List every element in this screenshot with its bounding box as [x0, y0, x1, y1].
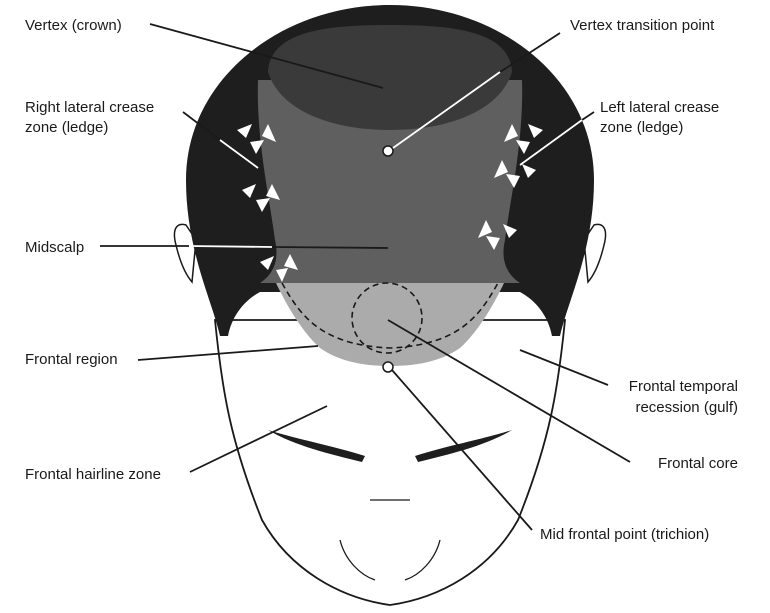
leader-vertex-transition-inner	[392, 71, 501, 149]
arrow-icon	[494, 160, 508, 178]
leader-frontal-region	[137, 345, 319, 361]
arrow-icon	[284, 254, 298, 270]
arrow-icon	[486, 236, 500, 250]
label-frontal-region: Frontal region	[25, 351, 118, 368]
face-outline	[214, 319, 566, 606]
label-frontal-core: Frontal core	[658, 455, 738, 472]
label-left-lateral-1: Left lateral crease	[600, 99, 719, 116]
leader-right-lateral	[182, 111, 221, 141]
arrow-icon	[237, 124, 252, 138]
mid-frontal-point	[382, 361, 394, 373]
crown-region	[268, 25, 512, 130]
label-frontal-temporal-2: recession (gulf)	[635, 399, 738, 416]
nose	[339, 499, 441, 581]
leader-vertex-crown	[149, 23, 384, 89]
arrow-icon	[516, 140, 530, 154]
hairline-dashed	[281, 282, 499, 349]
label-right-lateral-2: zone (ledge)	[25, 119, 108, 136]
label-midscalp: Midscalp	[25, 239, 84, 256]
midscalp-region	[257, 80, 523, 283]
label-vertex-transition: Vertex transition point	[570, 17, 715, 34]
arrow-icon	[256, 198, 270, 212]
arrow-icon	[528, 124, 543, 138]
leader-mid-frontal	[391, 369, 533, 531]
arrow-icon	[506, 174, 520, 188]
leader-frontal-core	[387, 319, 631, 463]
leader-left-lateral	[581, 111, 595, 121]
label-vertex-crown: Vertex (crown)	[25, 17, 122, 34]
label-mid-frontal: Mid frontal point (trichion)	[540, 526, 709, 543]
arrow-icon	[504, 124, 518, 142]
arrow-icon	[250, 140, 264, 154]
label-left-lateral-2: zone (ledge)	[600, 119, 683, 136]
right-eyebrow	[415, 430, 512, 462]
leader-right-lateral-inner	[219, 139, 259, 169]
leader-vertex-transition	[499, 32, 561, 73]
frontal-region	[276, 283, 504, 366]
arrow-icon	[522, 164, 536, 178]
leader-left-lateral-inner	[519, 119, 583, 166]
arrow-icon	[266, 184, 280, 200]
frontal-core-dashed	[351, 282, 423, 354]
leader-midscalp-inner	[188, 245, 273, 248]
leader-midscalp-mid	[271, 246, 389, 249]
left-ear	[173, 223, 197, 284]
leader-frontal-temporal	[519, 349, 609, 386]
left-eyebrow	[268, 430, 365, 462]
arrow-icon	[503, 224, 517, 238]
arrow-icon	[260, 256, 274, 270]
arrow-icon	[276, 268, 288, 282]
label-frontal-hairline: Frontal hairline zone	[25, 466, 161, 483]
arrow-icon	[242, 184, 256, 198]
right-ear	[583, 223, 607, 284]
arrow-icon	[478, 220, 492, 238]
label-right-lateral-1: Right lateral crease	[25, 99, 154, 116]
label-frontal-temporal-1: Frontal temporal	[629, 378, 738, 395]
lateral-arrows	[237, 124, 543, 282]
arrow-icon	[262, 124, 276, 142]
vertex-transition-point	[382, 145, 394, 157]
leader-frontal-hairline	[189, 405, 328, 473]
